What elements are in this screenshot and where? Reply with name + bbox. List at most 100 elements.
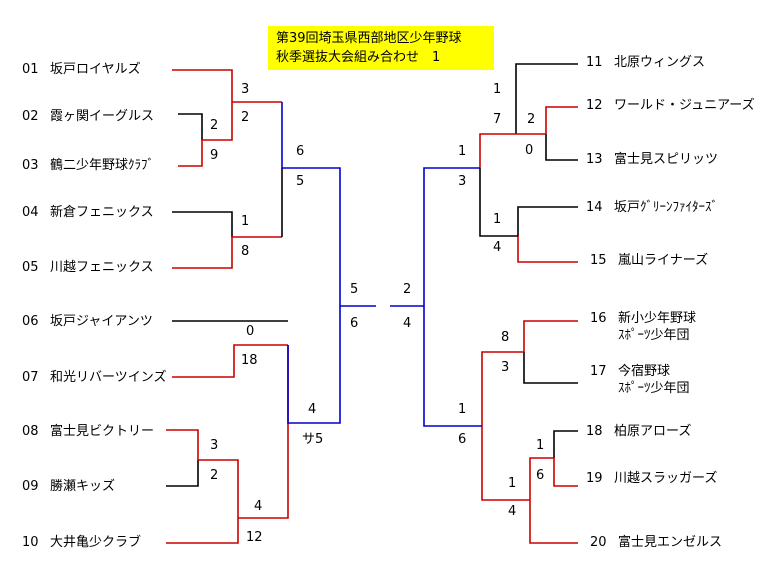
line-16-17-out (481, 351, 524, 426)
team-12-name: ワールド・ジュニアーズ (614, 98, 755, 113)
score-final-right-top: 2 (403, 282, 412, 297)
score-final-left-bot: 6 (350, 316, 359, 331)
line-05 (172, 237, 233, 269)
team-05-num: 05 (22, 260, 39, 275)
score-final-left-top: 5 (350, 282, 359, 297)
team-20-name: 富士見エンゼルス (618, 535, 723, 550)
score-sfL-top: 6 (296, 144, 305, 159)
score-19: 6 (536, 468, 545, 483)
score-20-bot: 4 (508, 504, 517, 519)
team-12-num: 12 (586, 98, 603, 113)
team-03-name: 鶴二少年野球ｸﾗﾌﾞ (50, 158, 155, 173)
team-18-num: 18 (586, 424, 603, 439)
line-08 (166, 429, 199, 460)
line-02 (178, 113, 203, 140)
score-09: 2 (210, 468, 219, 483)
team-10-num: 10 (22, 535, 39, 550)
line-18 (553, 430, 578, 458)
team-16-sublabel: ｽﾎﾟｰﾂ少年団 (618, 328, 690, 343)
score-17: 3 (501, 360, 510, 375)
team-04-name: 新倉フェニックス (50, 205, 154, 220)
team-02-name: 霞ヶ関イーグルス (50, 109, 155, 124)
line-08-09-out (198, 459, 239, 518)
score-sfR2-top: 1 (458, 402, 467, 417)
line-sfL-out (282, 167, 341, 306)
line-15 (517, 236, 578, 263)
team-15-num: 15 (590, 253, 607, 268)
team-10-name: 大井亀少クラブ (50, 535, 142, 550)
team-11-num: 11 (586, 55, 603, 70)
team-13-num: 13 (586, 152, 603, 167)
score-10-top: 4 (254, 499, 263, 514)
team-05-name: 川越フェニックス (50, 260, 154, 275)
score-01: 3 (241, 82, 250, 97)
score-18: 1 (536, 438, 545, 453)
score-20-top: 1 (508, 476, 517, 491)
line-qf-20-out (481, 426, 530, 501)
line-sfR-out (423, 167, 480, 306)
line-sfL2 (287, 306, 341, 424)
team-07-name: 和光リバーツインズ (50, 370, 167, 385)
score-16: 8 (501, 330, 510, 345)
team-16-name: 新小少年野球 (618, 311, 697, 326)
score-12: 2 (527, 112, 536, 127)
team-09-num: 09 (22, 479, 39, 494)
team-06-name: 坂戸ジャイアンツ (50, 314, 153, 329)
score-13: 0 (525, 143, 534, 158)
team-17-sublabel: ｽﾎﾟｰﾂ少年団 (618, 381, 690, 396)
team-20-num: 20 (590, 535, 607, 550)
tournament-title: 第39回埼玉県西部地区少年野球 秋季選抜大会組み合わせ 1 (268, 26, 494, 70)
score-14: 1 (493, 212, 502, 227)
line-13 (545, 134, 578, 161)
team-14-name: 坂戸ｸﾞﾘｰﾝﾌｧｲﾀｰｽﾞ (614, 200, 719, 215)
team-15-name: 嵐山ライナーズ (618, 253, 709, 268)
line-sfR2 (423, 306, 482, 427)
title-line-1: 第39回埼玉県西部地区少年野球 (276, 31, 462, 46)
line-11 (515, 63, 578, 134)
team-02-num: 02 (22, 109, 39, 124)
team-01-num: 01 (22, 62, 39, 77)
team-17-num: 17 (590, 364, 607, 379)
score-sfL2-bot: サ5 (302, 432, 324, 447)
score-02: 2 (210, 118, 219, 133)
line-18-19-out (529, 457, 554, 500)
score-sfR2-bot: 6 (458, 432, 467, 447)
line-19 (553, 458, 578, 487)
score-04: 1 (241, 214, 250, 229)
line-17 (523, 352, 578, 384)
score-sfL-bot: 5 (296, 174, 305, 189)
line-07 (172, 344, 288, 378)
score-final-right-bot: 4 (403, 316, 412, 331)
line-01 (172, 69, 233, 102)
line-qf-10-out (238, 345, 289, 519)
team-16-num: 16 (590, 311, 607, 326)
team-09-name: 勝瀬キッズ (50, 479, 116, 494)
team-03-num: 03 (22, 158, 39, 173)
line-04 (172, 211, 233, 237)
score-12-side: 7 (493, 112, 502, 127)
score-02-03-top: 2 (241, 110, 250, 125)
team-13-name: 富士見スピリッツ (614, 152, 719, 167)
score-sfR-top: 1 (458, 144, 467, 159)
team-18-name: 柏原アローズ (614, 424, 692, 439)
line-03 (178, 140, 203, 167)
score-07: 18 (241, 353, 258, 368)
score-08: 3 (210, 438, 219, 453)
score-15: 4 (493, 240, 502, 255)
team-06-num: 06 (22, 314, 39, 329)
score-11: 1 (493, 82, 502, 97)
title-line-2: 秋季選抜大会組み合わせ 1 (276, 50, 441, 65)
team-04-num: 04 (22, 205, 39, 220)
line-12 (545, 106, 578, 134)
score-sfL2-top: 4 (308, 402, 317, 417)
score-10-bot: 12 (246, 530, 263, 545)
team-07-num: 07 (22, 370, 39, 385)
line-09 (166, 460, 199, 487)
score-05: 8 (241, 244, 250, 259)
line-20 (529, 500, 578, 544)
line-14-15-out (479, 168, 518, 237)
score-06: 0 (246, 324, 255, 339)
line-14 (517, 206, 578, 236)
team-19-name: 川越スラッガーズ (614, 471, 718, 486)
